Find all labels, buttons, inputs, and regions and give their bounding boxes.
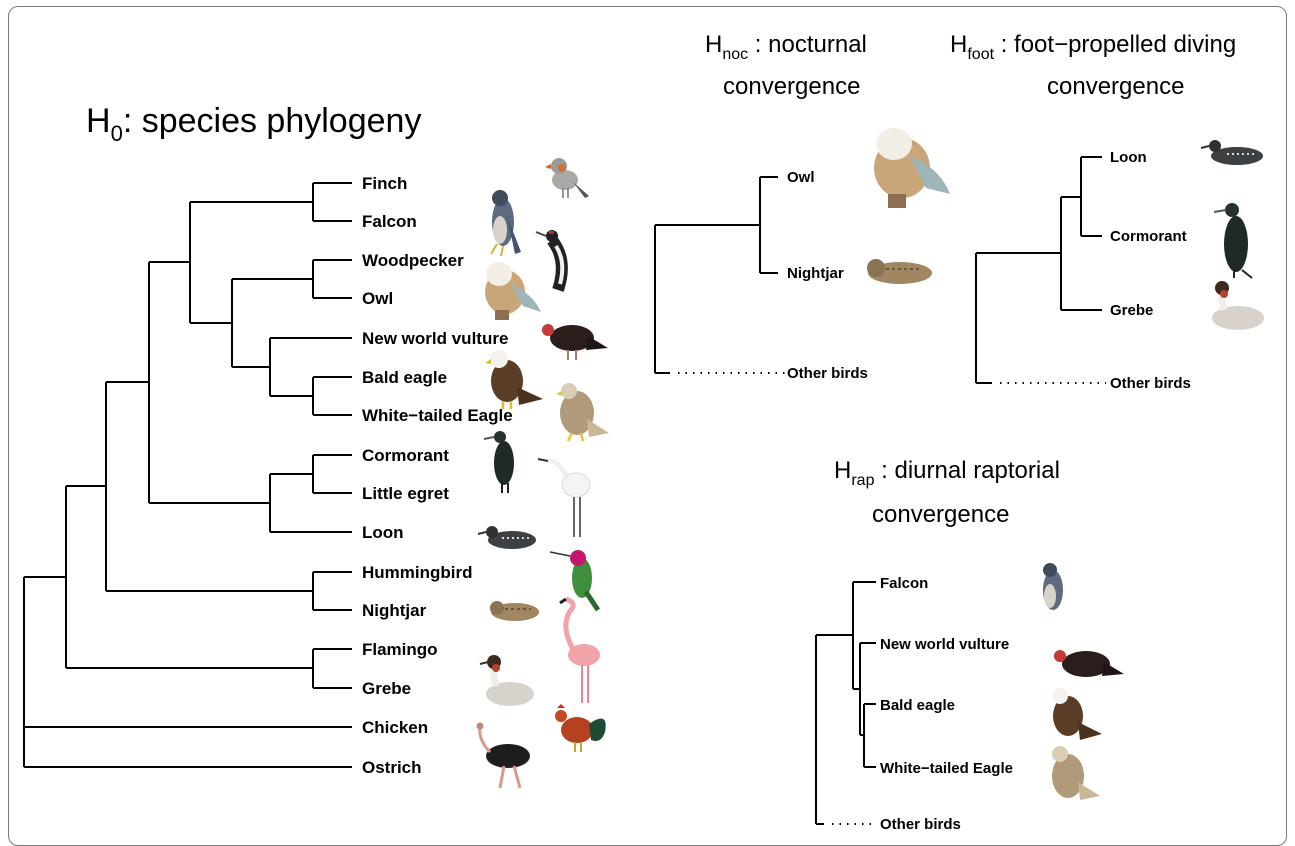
hfoot-leaf-cormorant: Cormorant [1110, 228, 1187, 245]
bald-eagle-illustration [485, 350, 543, 409]
hfoot-tree-branches [976, 157, 1106, 383]
hnoc-title: Hnoc : nocturnal [705, 31, 867, 63]
hnoc-leaf-owl: Owl [787, 169, 815, 186]
nightjar-illustration [490, 601, 539, 621]
finch-illustration [545, 158, 589, 198]
leaf-bald-eagle: Bald eagle [362, 368, 447, 387]
leaf-hummingbird: Hummingbird [362, 563, 473, 582]
nightjar-large-illustration [867, 259, 932, 284]
leaf-cormorant: Cormorant [362, 446, 449, 465]
leaf-ostrich: Ostrich [362, 758, 422, 777]
h0-title: H0: species phylogeny [86, 102, 421, 146]
leaf-little-egret: Little egret [362, 484, 449, 503]
cormorant-illustration [484, 431, 514, 493]
hrap-leaf-bald-eagle: Bald eagle [880, 697, 955, 714]
leaf-chicken: Chicken [362, 718, 428, 737]
hrap-leaf-new-world-vulture: New world vulture [880, 636, 1009, 653]
cormorant-large-illustration [1214, 203, 1252, 278]
leaf-flamingo: Flamingo [362, 640, 438, 659]
falcon-small-illustration [1043, 563, 1063, 610]
rooster-illustration [555, 704, 606, 752]
bald-eagle-small-illustration [1052, 688, 1102, 740]
grebe-small-illustration [1212, 281, 1264, 330]
hrap-leaf-falcon: Falcon [880, 575, 928, 592]
owl-illustration [485, 262, 541, 320]
hnoc-leaf-nightjar: Nightjar [787, 265, 844, 282]
h0-tree-branches [24, 183, 352, 767]
woodpecker-illustration [536, 230, 562, 290]
leaf-finch: Finch [362, 174, 407, 193]
leaf-woodpecker: Woodpecker [362, 251, 464, 270]
egret-illustration [538, 459, 590, 537]
hfoot-leaf-grebe: Grebe [1110, 302, 1153, 319]
hnoc-tree-branches [655, 177, 786, 373]
hrap-leaf-other-birds: Other birds [880, 816, 961, 831]
hnoc-title-line2: convergence [723, 73, 860, 100]
hfoot-title: Hfoot : foot−propelled diving [950, 31, 1236, 63]
ostrich-illustration [477, 723, 531, 789]
owl-large-illustration [874, 128, 950, 208]
white-tailed-eagle-small-illustration [1052, 746, 1100, 800]
hrap-panel: Hrap : diurnal raptorial convergence Fal… [816, 457, 1060, 831]
hfoot-leaf-loon: Loon [1110, 149, 1147, 166]
hrap-tree-branches [816, 582, 876, 824]
hfoot-leaf-other-birds: Other birds [1110, 375, 1191, 392]
hfoot-title-line2: convergence [1047, 73, 1184, 100]
leaf-white-tailed-eagle: White−tailed Eagle [362, 406, 513, 425]
leaf-falcon: Falcon [362, 212, 417, 231]
flamingo-illustration [560, 599, 600, 703]
hfoot-panel: Hfoot : foot−propelled diving convergenc… [950, 31, 1236, 392]
leaf-nightjar: Nightjar [362, 601, 427, 620]
hrap-title-line2: convergence [872, 501, 1009, 528]
vulture-small-illustration [1054, 650, 1124, 677]
loon-small-illustration [1201, 140, 1263, 165]
falcon-illustration [491, 190, 521, 256]
white-tailed-eagle-illustration [556, 383, 609, 441]
leaf-new-world-vulture: New world vulture [362, 329, 508, 348]
leaf-loon: Loon [362, 523, 404, 542]
hnoc-leaf-other-birds: Other birds [787, 365, 868, 382]
grebe-illustration [480, 655, 534, 706]
leaf-owl: Owl [362, 289, 393, 308]
hnoc-panel: Hnoc : nocturnal convergence Owl Nightja… [655, 31, 868, 382]
vulture-illustration [542, 324, 608, 360]
h0-leaf-labels: Finch Falcon Woodpecker Owl New world vu… [362, 174, 513, 777]
hrap-title: Hrap : diurnal raptorial [834, 457, 1060, 489]
loon-illustration [478, 526, 536, 549]
h0-panel: H0: species phylogeny Finch Falcon Woodp… [24, 102, 513, 777]
leaf-grebe: Grebe [362, 679, 411, 698]
hrap-leaf-white-tailed-eagle: White−tailed Eagle [880, 760, 1013, 777]
